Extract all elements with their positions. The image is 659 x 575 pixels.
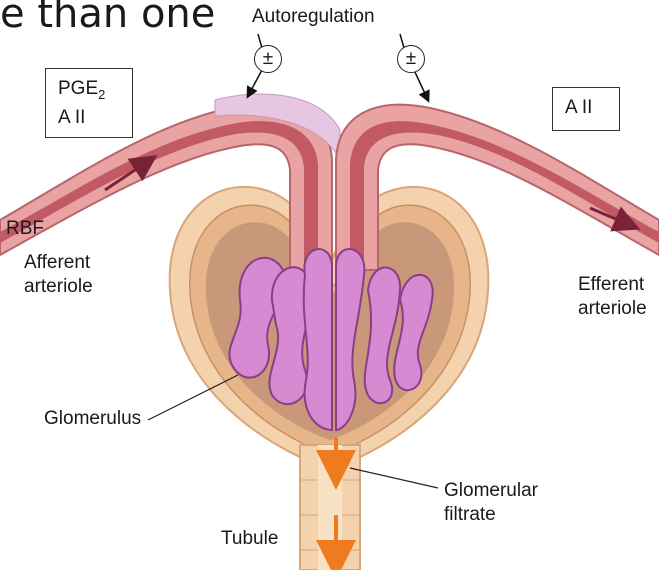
angiotensin-right-label: A II bbox=[565, 97, 592, 118]
filtrate-leader bbox=[350, 468, 438, 488]
autoregulation-label: Autoregulation bbox=[252, 6, 375, 28]
glomerular-filtrate-label-line1: Glomerular bbox=[444, 480, 538, 502]
tubule-label: Tubule bbox=[221, 528, 278, 550]
efferent-regulator-box: A II bbox=[552, 87, 620, 131]
afferent-regulators-box: PGE2 A II bbox=[45, 68, 133, 138]
left-regulation-arrow-down bbox=[248, 70, 262, 96]
efferent-arteriole-label-line2: arteriole bbox=[578, 298, 647, 320]
afferent-arteriole-label-line2: arteriole bbox=[24, 276, 93, 298]
efferent-arteriole-label-line1: Efferent bbox=[578, 274, 644, 296]
slide-title-fragment: e than one bbox=[0, 0, 215, 36]
afferent-arteriole-label-line1: Afferent bbox=[24, 252, 90, 274]
tubule-lumen bbox=[318, 445, 342, 570]
right-regulation-arrow-down bbox=[414, 70, 428, 100]
left-plus-minus-symbol: ± bbox=[254, 45, 282, 73]
right-plus-minus-symbol: ± bbox=[397, 45, 425, 73]
angiotensin-left-label: A II bbox=[58, 106, 120, 129]
pge2-label: PGE2 bbox=[58, 77, 120, 106]
glomerulus-label: Glomerulus bbox=[44, 408, 141, 430]
rbf-label: RBF bbox=[6, 218, 44, 240]
glomerular-filtrate-label-line2: filtrate bbox=[444, 504, 496, 526]
